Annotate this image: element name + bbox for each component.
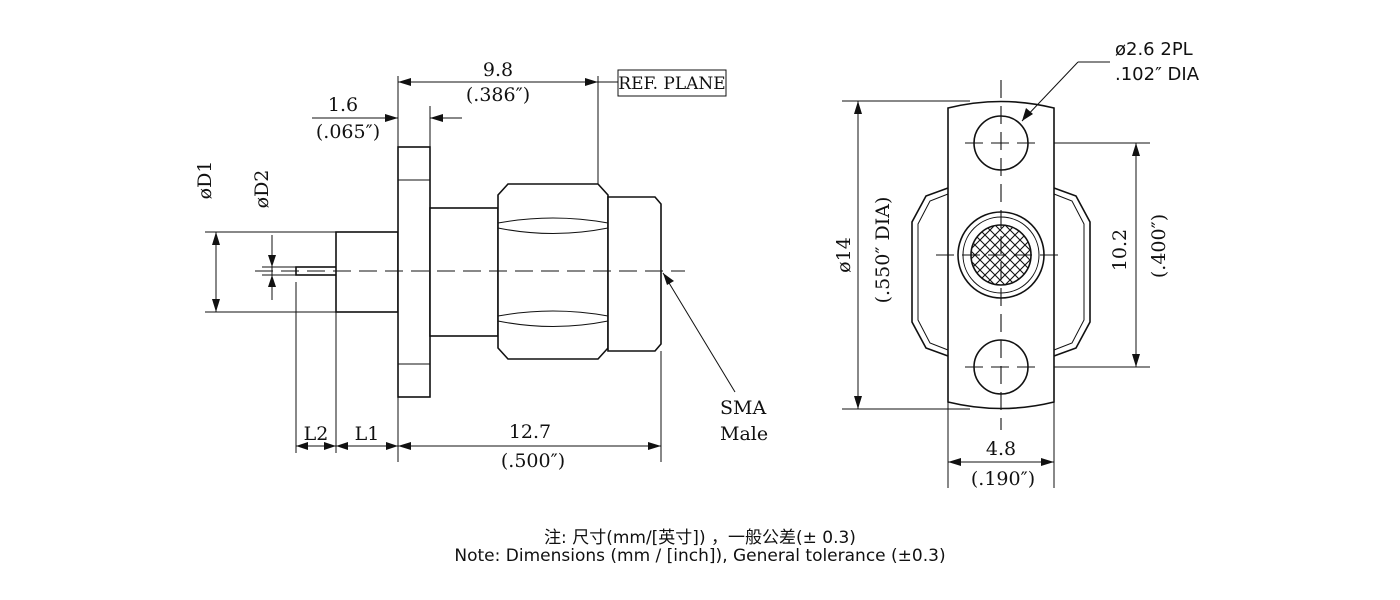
note-chinese: 注: 尺寸(mm/[英寸]) ，一般公差(± 0.3)	[544, 528, 856, 548]
hole-callout-inch: .102″ DIA	[1115, 64, 1200, 85]
coupling-front	[607, 196, 662, 352]
dim-width: 4.8	[986, 438, 1016, 460]
dim-body-length-inch: (.500″)	[501, 450, 565, 472]
neck	[429, 207, 499, 337]
dim-hole-spacing: 10.2	[1109, 229, 1131, 271]
callout-male: Male	[720, 423, 768, 445]
dim-width-inch: (.190″)	[971, 468, 1035, 490]
flange	[397, 146, 431, 398]
dim-body-length: 12.7	[509, 421, 551, 443]
ref-plane-box	[617, 69, 727, 97]
dim-outer-dia-inch: (.550″ DIA)	[872, 197, 894, 304]
dim-flange: 1.6	[328, 94, 358, 116]
label-d2: øD2	[251, 170, 273, 209]
dim-outer-dia: ø14	[833, 237, 855, 273]
hex-wing-right	[1053, 187, 1091, 357]
rear-body	[335, 231, 399, 313]
callout-sma: SMA	[720, 397, 766, 419]
label-l1: L1	[355, 423, 380, 445]
hole-callout-dia: ø2.6 2PL	[1115, 39, 1193, 60]
dim-flange-inch: (.065″)	[316, 121, 380, 143]
label-d1: øD1	[194, 161, 216, 200]
ref-plane-label: REF. PLANE	[618, 74, 725, 94]
label-l2: L2	[304, 423, 329, 445]
hex-wing-left	[911, 187, 949, 357]
note-english: Note: Dimensions (mm / [inch]), General …	[454, 546, 946, 566]
dim-hole-spacing-inch: (.400″)	[1148, 214, 1170, 278]
front-view: ø2.6 2PL .102″ DIA ø14 (.550″ DIA) 10.2 …	[833, 39, 1200, 490]
dim-ref-length: 9.8	[483, 59, 513, 81]
dim-ref-length-inch: (.386″)	[466, 84, 530, 106]
side-view: 9.8 (.386″) REF. PLANE 1.6 (.065″) øD1 ø…	[194, 59, 768, 472]
